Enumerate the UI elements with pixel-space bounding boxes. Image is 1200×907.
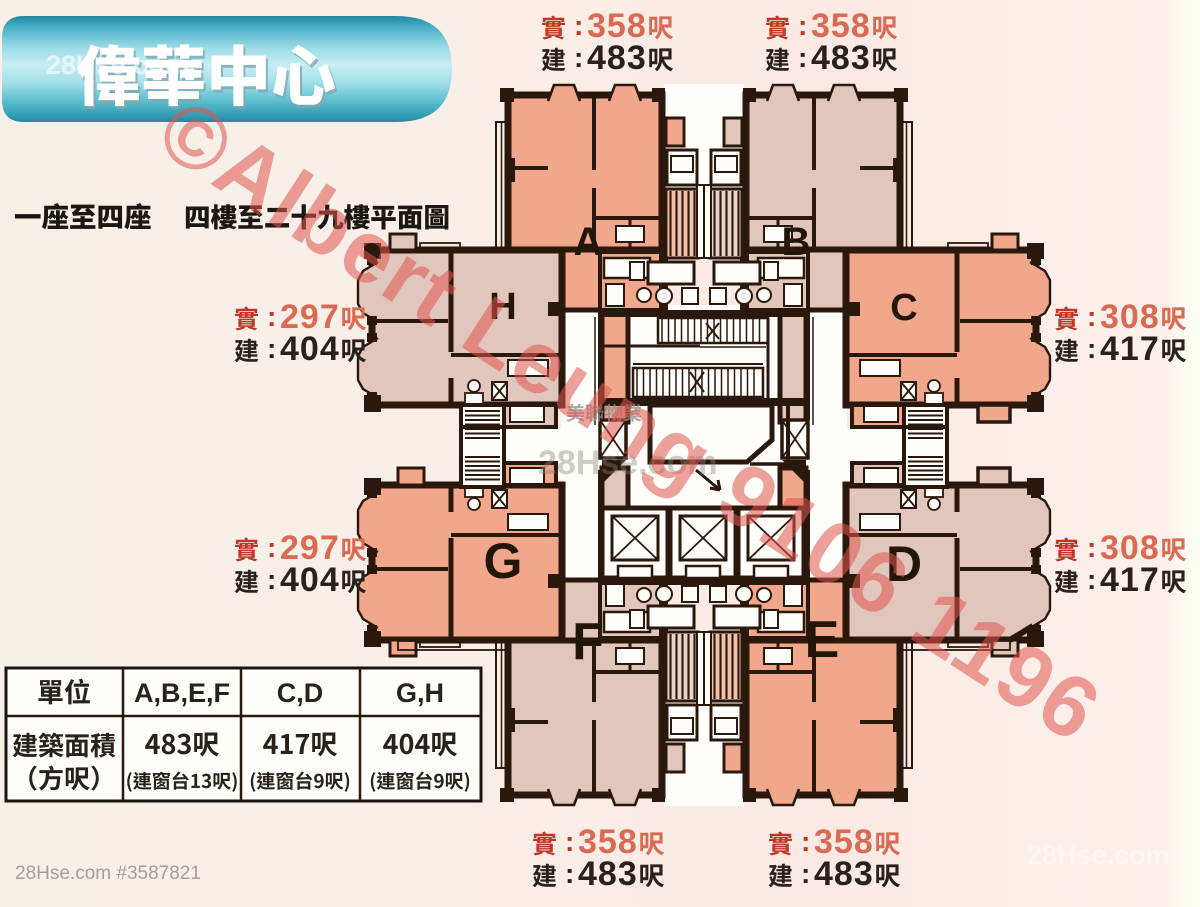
svg-text:C,D: C,D (277, 678, 324, 708)
svg-text::: : (1087, 564, 1096, 595)
svg-text::: : (267, 532, 276, 563)
svg-text::: : (1087, 333, 1096, 364)
svg-text::: : (574, 10, 583, 41)
svg-text:297: 297 (280, 298, 340, 336)
svg-text:C: C (890, 287, 917, 329)
svg-text:H: H (489, 286, 516, 328)
svg-text:28Hse.com #3587821: 28Hse.com #3587821 (15, 863, 201, 884)
svg-text:358: 358 (578, 823, 638, 861)
svg-text::: : (798, 42, 807, 73)
svg-text:358: 358 (814, 823, 874, 861)
svg-text:28Hse.com: 28Hse.com (46, 50, 189, 80)
svg-text:G,H: G,H (396, 678, 444, 708)
svg-text:A,B,E,F: A,B,E,F (134, 678, 230, 708)
svg-text:B: B (782, 220, 811, 264)
svg-text::: : (798, 10, 807, 41)
svg-text::: : (801, 826, 810, 857)
svg-text::: : (565, 858, 574, 889)
svg-text:28Hse.com: 28Hse.com (538, 444, 718, 482)
svg-text:483: 483 (578, 855, 638, 893)
svg-text::: : (267, 333, 276, 364)
svg-text:28Hse.com: 28Hse.com (1027, 840, 1170, 870)
svg-text:E: E (805, 611, 840, 669)
svg-text:308: 308 (1100, 298, 1160, 336)
svg-text::: : (565, 826, 574, 857)
svg-text:F: F (572, 613, 604, 671)
svg-text::: : (801, 858, 810, 889)
svg-text:G: G (484, 533, 523, 589)
svg-text:297: 297 (280, 529, 340, 567)
svg-text:404: 404 (280, 561, 340, 599)
svg-text::: : (574, 42, 583, 73)
svg-text::: : (267, 301, 276, 332)
svg-text:404: 404 (280, 330, 340, 368)
svg-text:483: 483 (811, 39, 871, 77)
svg-text:A: A (574, 220, 603, 264)
svg-text:417: 417 (1100, 561, 1160, 599)
svg-text::: : (1087, 532, 1096, 563)
svg-text:417: 417 (1100, 330, 1160, 368)
svg-text:358: 358 (811, 7, 871, 45)
svg-text:483: 483 (587, 39, 647, 77)
svg-text:308: 308 (1100, 529, 1160, 567)
svg-text::: : (1087, 301, 1096, 332)
svg-text:358: 358 (587, 7, 647, 45)
svg-text::: : (267, 564, 276, 595)
svg-text:D: D (886, 536, 922, 592)
svg-text:483: 483 (814, 855, 874, 893)
